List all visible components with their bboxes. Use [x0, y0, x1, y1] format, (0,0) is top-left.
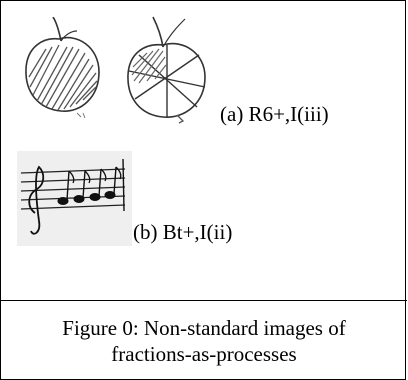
- caption-divider: [1, 300, 407, 301]
- music-staff-notes-drawing-icon: [17, 151, 132, 246]
- whole-apple-drawing-icon: [19, 17, 107, 119]
- label-a: (a) R6+,I(iii): [220, 102, 329, 127]
- caption-line-2: fractions-as-processes: [1, 341, 407, 367]
- caption-line-1: Figure 0: Non-standard images of: [1, 315, 407, 341]
- figure-caption: Figure 0: Non-standard images of fractio…: [1, 315, 407, 367]
- divided-apple-drawing-icon: [119, 15, 211, 125]
- label-b: (b) Bt+,I(ii): [133, 220, 232, 245]
